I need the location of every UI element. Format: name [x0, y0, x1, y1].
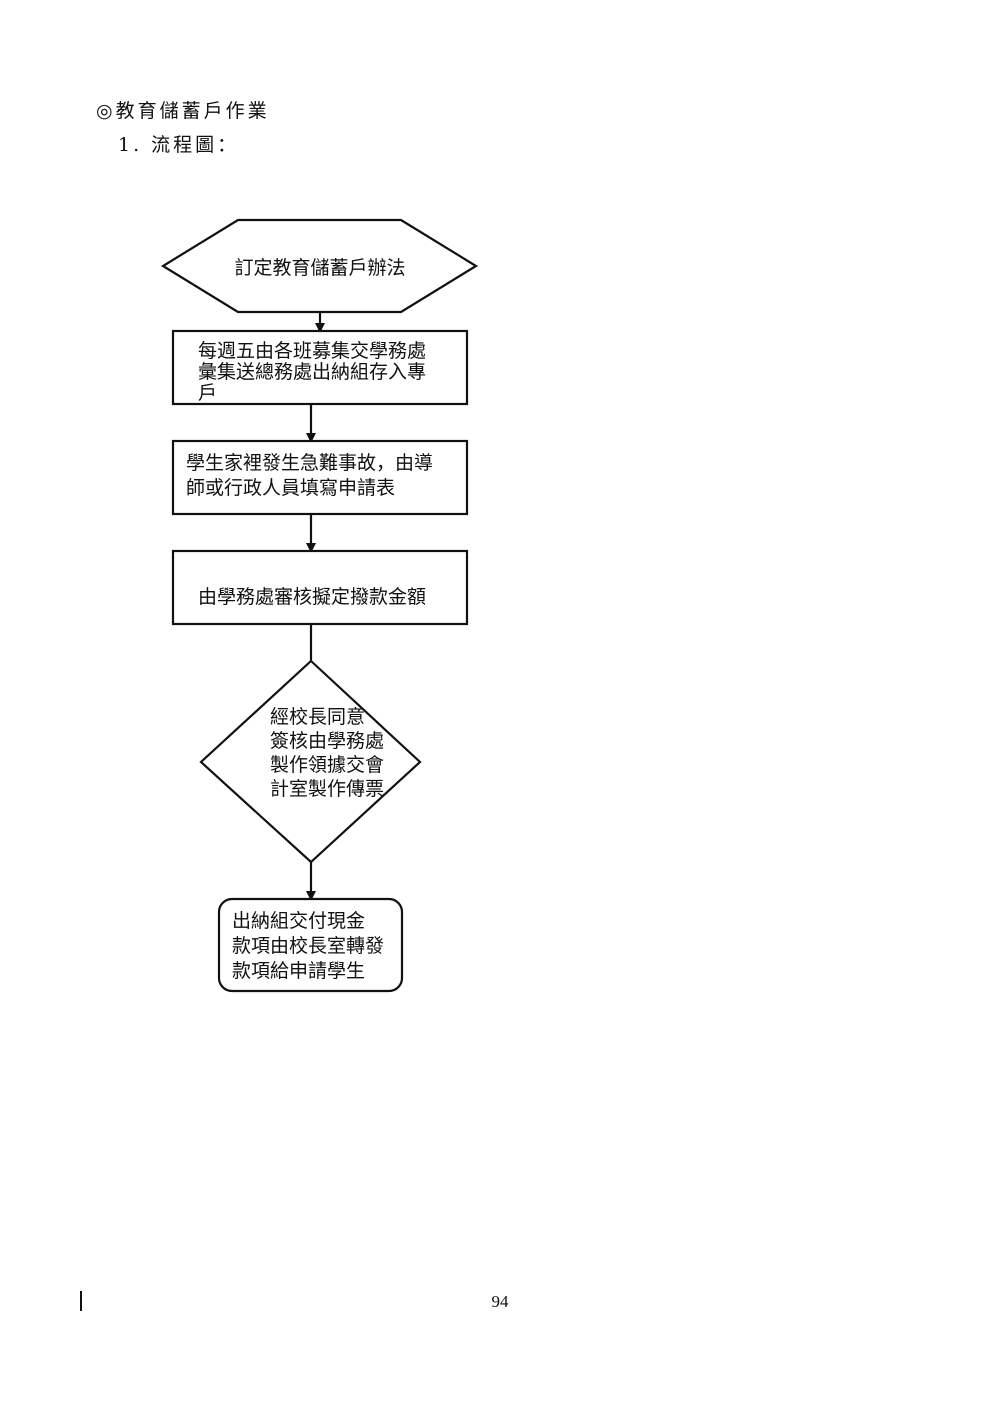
step-collect-line-2: 彙集送總務處出納組存入專	[198, 361, 426, 383]
end-line-2: 款項由校長室轉發	[232, 935, 384, 957]
start-text: 訂定教育儲蓄戶辦法	[234, 257, 405, 279]
svg-text:經校長同意 簽核由學務處 製作領據交: 經校長同意 簽核由學務處 製作領據交會 計室製作傳票	[270, 706, 390, 800]
svg-text:每週五由各班募集交學務處 彙集送總務處出納組存入: 每週五由各班募集交學務處 彙集送總務處出納組存入專 戶	[198, 340, 432, 404]
page-number: 94	[491, 1292, 509, 1311]
end-node: 出納組交付現金 款項由校長室轉發 款項給申請學生	[217, 897, 404, 993]
step-application-line-2: 師或行政人員填寫申請表	[186, 477, 395, 499]
end-line-1: 出納組交付現金	[232, 910, 365, 932]
svg-text:由學務處審核擬定撥款金額: 由學務處審核擬定撥款金額	[198, 586, 426, 608]
step-collect-deposits: 每週五由各班募集交學務處 彙集送總務處出納組存入專 戶	[171, 329, 469, 406]
decision-line-2: 簽核由學務處	[270, 730, 384, 752]
step-application: 學生家裡發生急難事故，由導 師或行政人員填寫申請表	[171, 439, 469, 516]
decision-line-1: 經校長同意	[270, 706, 365, 728]
svg-text:學生家裡發生急難事故，由導 師或行政人員填寫申請: 學生家裡發生急難事故，由導 師或行政人員填寫申請表	[186, 452, 439, 499]
section-heading: ◎教育儲蓄戶作業	[96, 100, 270, 122]
start-node: 訂定教育儲蓄戶辦法	[160, 218, 479, 314]
step-collect-line-3: 戶	[198, 382, 217, 404]
decision-principal-approval: 經校長同意 簽核由學務處 製作領據交會 計室製作傳票	[199, 659, 422, 864]
svg-text:出納組交付現金 款項由校長室轉發 款: 出納組交付現金 款項由校長室轉發 款項給申請學生	[232, 910, 390, 982]
margin-bar	[80, 1291, 82, 1311]
decision-line-3: 製作領據交會	[270, 754, 384, 776]
step-collect-line-1: 每週五由各班募集交學務處	[198, 340, 426, 362]
decision-line-4: 計室製作傳票	[270, 778, 384, 800]
svg-text:訂定教育儲蓄戶辦法: 訂定教育儲蓄戶辦法	[234, 257, 405, 279]
end-line-3: 款項給申請學生	[232, 960, 365, 982]
flowchart-subheading: 1. 流程圖：	[118, 134, 240, 156]
step-application-line-1: 學生家裡發生急難事故，由導	[186, 452, 433, 474]
step-review-line-1: 由學務處審核擬定撥款金額	[198, 586, 426, 608]
step-review-amount: 由學務處審核擬定撥款金額	[171, 549, 469, 626]
